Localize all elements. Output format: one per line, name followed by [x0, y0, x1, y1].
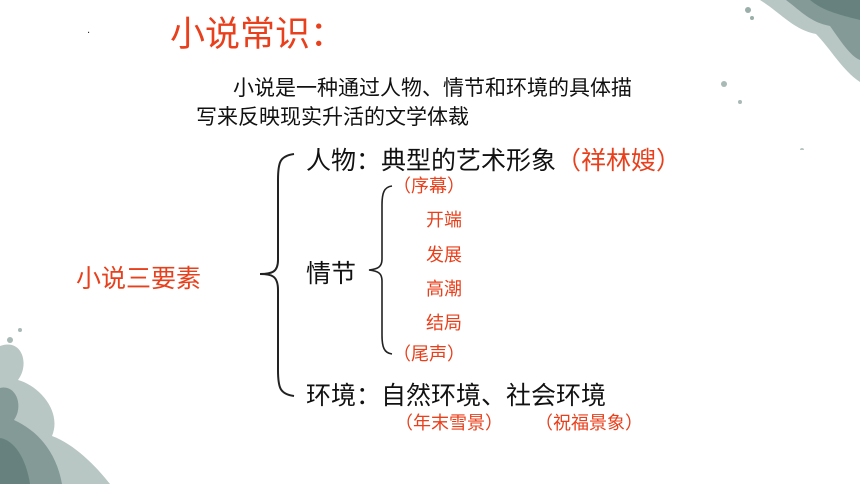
environment-social-example: （祝福景象）: [535, 413, 643, 434]
plot-stage-prologue: （序幕）: [393, 176, 465, 197]
environment-natural-example: （年末雪景）: [395, 413, 503, 434]
page-title: 小说常识：: [170, 15, 346, 55]
character-label: 人物：典型的艺术形象: [306, 146, 557, 175]
ink-wash-bottom-left: [0, 328, 110, 484]
environment-label: 环境：自然环境、社会环境: [306, 381, 607, 410]
bullet-dot: ·: [87, 28, 91, 39]
plot-stage-beginning: 开端: [426, 210, 462, 231]
plot-stage-ending: 结局: [426, 313, 462, 334]
plot-label: 情节: [306, 259, 357, 288]
definition-line-2: 写来反映现实升活的文学体裁: [196, 105, 469, 129]
ink-wash-top-right: [721, 0, 860, 150]
character-row: 人物：典型的艺术形象（祥林嫂）: [306, 141, 681, 177]
plot-stage-climax: 高潮: [426, 279, 462, 300]
character-example: （祥林嫂）: [556, 146, 682, 175]
plot-stage-epilogue: （尾声）: [393, 344, 465, 365]
definition-line-1: 小说是一种通过人物、情节和环境的具体描: [233, 76, 632, 100]
plot-stage-development: 发展: [426, 245, 462, 266]
plot-brace: [368, 185, 393, 355]
main-brace: [259, 153, 295, 397]
three-elements-label: 小说三要素: [76, 264, 202, 293]
